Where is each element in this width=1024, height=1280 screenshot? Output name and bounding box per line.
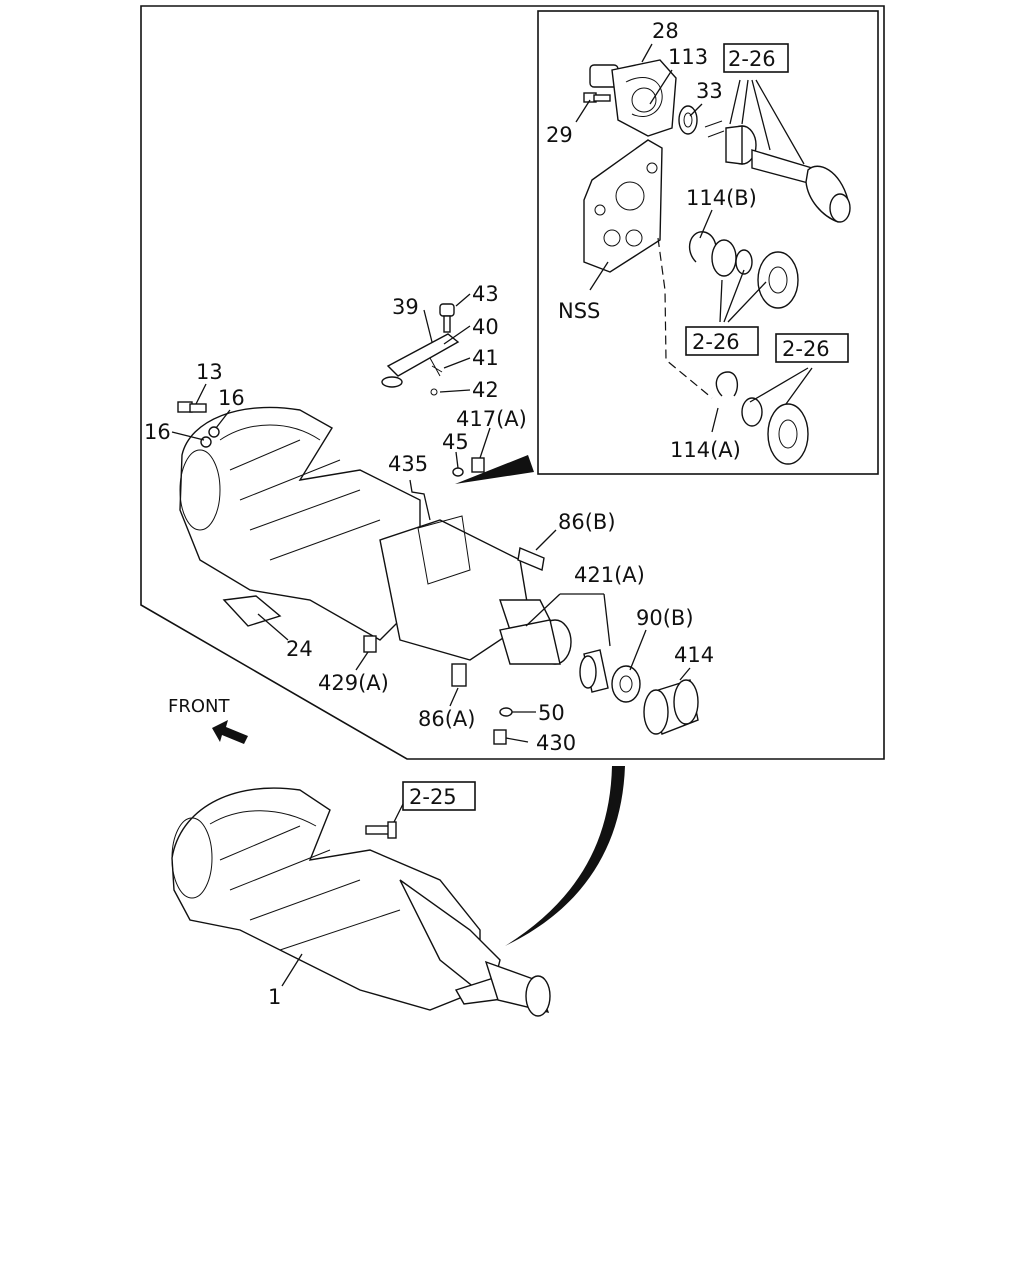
adapter-plate-part (583, 139, 663, 273)
label-part-114b: 114(B) (686, 186, 757, 210)
label-part-33: 33 (696, 79, 723, 103)
label-part-42: 42 (472, 378, 499, 402)
exploded-view-frame (140, 5, 885, 760)
ref-text-2-26-right: 2-26 (782, 337, 830, 361)
front-arrow-icon (212, 720, 248, 744)
bearing-part-33 (678, 105, 698, 135)
shift-lever-parts (381, 303, 460, 396)
small-parts-exploded (177, 401, 545, 745)
label-part-86b: 86(B) (558, 510, 616, 534)
ref-box-2-25[interactable]: 2-25 (402, 781, 476, 811)
label-nss: NSS (558, 299, 600, 323)
callout-arc (505, 766, 625, 946)
ref-text-2-26-mid: 2-26 (692, 330, 740, 354)
label-part-429a: 429(A) (318, 671, 389, 695)
label-part-430: 430 (536, 731, 576, 755)
transmission-assembly-1 (171, 787, 512, 1011)
transmission-housing-exploded (179, 406, 561, 661)
ref-box-2-26-top[interactable]: 2-26 (723, 43, 789, 73)
label-part-45: 45 (442, 430, 469, 454)
gear-part-upper (711, 239, 799, 309)
output-shaft-assembled (484, 960, 551, 1017)
label-part-13: 13 (196, 360, 223, 384)
label-part-41: 41 (472, 346, 499, 370)
label-part-417a: 417(A) (456, 407, 527, 431)
gear-part-lower (715, 371, 809, 465)
label-part-86a: 86(A) (418, 707, 475, 731)
ref-text-2-25: 2-25 (409, 785, 457, 809)
inset-detail-frame (537, 10, 879, 475)
extension-housing-part (499, 619, 572, 665)
main-shaft-part (704, 120, 851, 223)
callout-wedge (455, 455, 534, 484)
label-part-40: 40 (472, 315, 499, 339)
rear-cover-part-28 (589, 59, 677, 137)
label-part-24: 24 (286, 637, 313, 661)
dust-cover-part-414 (643, 679, 699, 735)
label-front: FRONT (168, 696, 230, 717)
label-part-28: 28 (652, 19, 679, 43)
label-part-43: 43 (472, 282, 499, 306)
bushing-part-421a (579, 649, 609, 693)
label-part-421a: 421(A) (574, 563, 645, 587)
ref-box-2-26-mid[interactable]: 2-26 (685, 326, 759, 356)
label-part-113: 113 (668, 45, 708, 69)
label-part-114a: 114(A) (670, 438, 741, 462)
label-part-16-upper: 16 (218, 386, 245, 410)
dashed-alignment-line (657, 237, 713, 399)
ref-text-2-26-top: 2-26 (728, 47, 776, 71)
bracket-part-24 (222, 595, 282, 627)
oil-seal-part-90b (611, 665, 641, 703)
bolt-part-29 (583, 92, 611, 103)
bolt-part-2-25 (365, 821, 397, 839)
label-part-90b: 90(B) (636, 606, 694, 630)
label-part-414: 414 (674, 643, 714, 667)
label-part-435: 435 (388, 452, 428, 476)
label-part-50: 50 (538, 701, 565, 725)
ref-box-2-26-right[interactable]: 2-26 (775, 333, 849, 363)
label-part-16-lower: 16 (144, 420, 171, 444)
label-part-1: 1 (268, 985, 281, 1009)
label-part-39: 39 (392, 295, 419, 319)
label-part-29: 29 (546, 123, 573, 147)
